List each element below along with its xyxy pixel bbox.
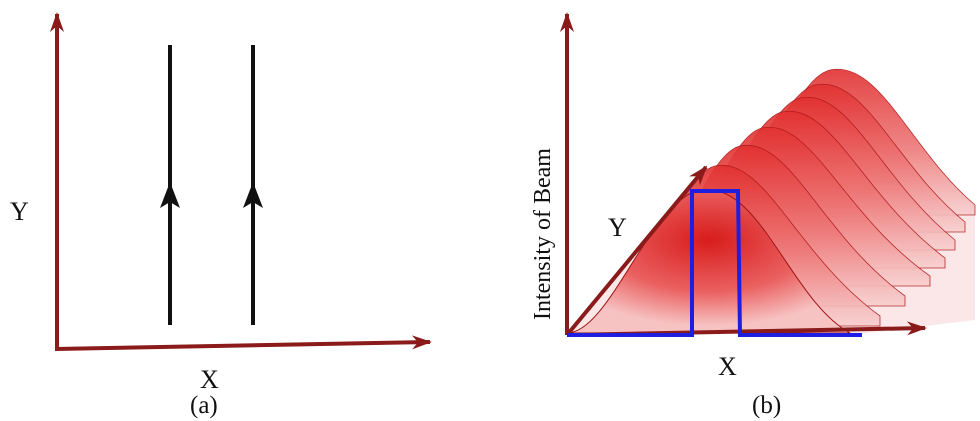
- panel-a-y-label: Y: [10, 197, 29, 226]
- field-line-1-arrow: [160, 182, 180, 208]
- panel-a-x-label: X: [200, 365, 219, 394]
- panel-b-y-axis: [565, 165, 708, 337]
- panel-a: Y X (a): [10, 12, 432, 419]
- panel-b-caption: (b): [752, 392, 781, 419]
- panel-b-y-label: Y: [608, 213, 627, 242]
- panel-b-intensity-label: Intensity of Beam: [530, 148, 556, 320]
- panel-a-x-axis: [54, 335, 432, 351]
- panel-a-caption: (a): [190, 392, 218, 419]
- panel-b: Intensity of Beam Y X (b): [530, 12, 976, 419]
- field-line-2-arrow: [243, 182, 263, 208]
- top-hat-profile: [567, 189, 862, 337]
- panel-b-x-label: X: [718, 352, 737, 381]
